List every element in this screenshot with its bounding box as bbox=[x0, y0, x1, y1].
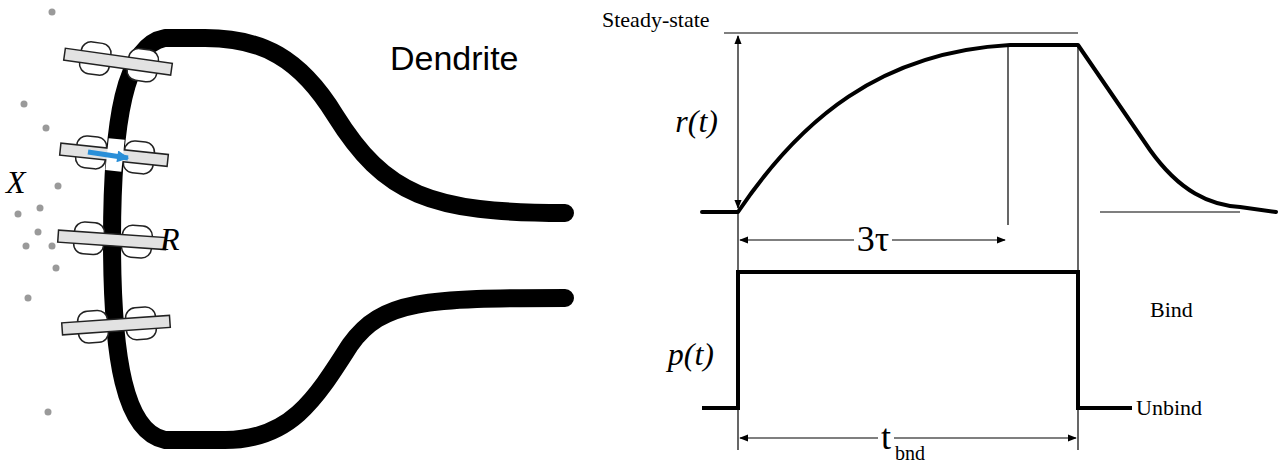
part-label: Dendrite bbox=[390, 40, 519, 77]
response-curve bbox=[702, 45, 1276, 212]
state-label: Bind bbox=[1150, 298, 1193, 322]
time-dimension-subscript: bnd bbox=[892, 442, 928, 464]
level-label: Steady-state bbox=[602, 8, 710, 32]
receptor-channels bbox=[57, 38, 174, 345]
state-label: Unbind bbox=[1136, 396, 1202, 420]
ion-flow-arrow bbox=[88, 152, 128, 158]
dendrite-membrane bbox=[112, 38, 565, 440]
time-dimension: 3τ bbox=[854, 220, 892, 260]
binding-pulse bbox=[702, 272, 1132, 408]
molecule-label: X bbox=[6, 165, 26, 200]
signal-name: r(t) bbox=[675, 104, 718, 139]
receptor-label: R bbox=[160, 222, 180, 257]
molecule-dots bbox=[15, 9, 62, 416]
signal-name: p(t) bbox=[668, 337, 714, 372]
guide-lines bbox=[724, 33, 1240, 450]
